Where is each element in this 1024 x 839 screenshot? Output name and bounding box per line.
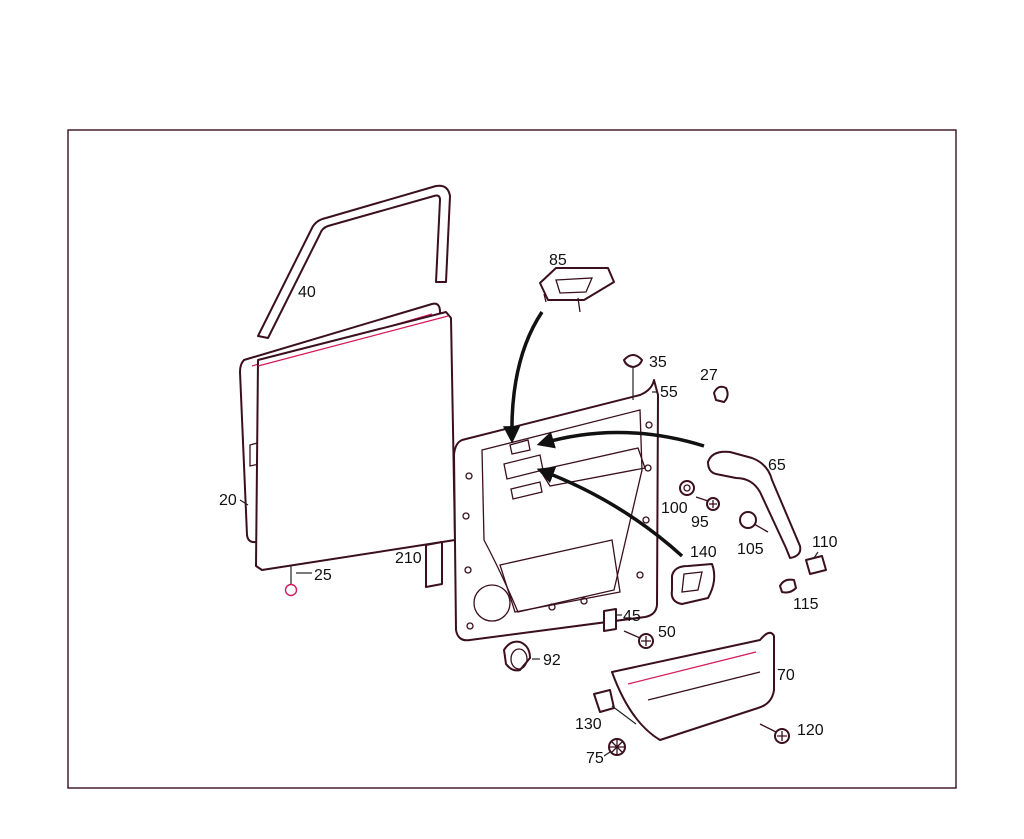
leader-130 <box>611 705 637 725</box>
label-27: 27 <box>700 367 718 384</box>
label-55: 55 <box>660 384 678 401</box>
part-140-door-handle[interactable] <box>670 563 716 605</box>
label-105: 105 <box>737 541 764 558</box>
part-35-clip[interactable] <box>623 354 643 400</box>
label-92: 92 <box>543 652 561 669</box>
label-25: 25 <box>314 567 332 584</box>
part-210-foam-pad[interactable] <box>425 541 443 588</box>
arrow-85-to-panel <box>502 311 544 444</box>
leader-75 <box>603 751 611 757</box>
diagram-frame <box>67 129 957 789</box>
part-45-clip[interactable] <box>603 608 617 632</box>
part-120-screw[interactable] <box>759 723 790 744</box>
leader-20 <box>239 499 249 506</box>
part-27-clip[interactable] <box>713 385 729 403</box>
label-115: 115 <box>793 596 819 613</box>
part-115-plug[interactable] <box>779 578 797 594</box>
part-95-screw[interactable] <box>695 496 720 511</box>
label-40: 40 <box>298 284 316 301</box>
label-75: 75 <box>586 750 604 767</box>
leader-110 <box>813 551 819 559</box>
part-110-clip[interactable] <box>805 555 827 575</box>
part-130-clip[interactable] <box>593 689 615 713</box>
label-110: 110 <box>812 534 838 551</box>
label-45: 45 <box>623 608 641 625</box>
label-140: 140 <box>690 544 717 561</box>
arrow-65-to-panel <box>536 430 705 449</box>
part-50-screw[interactable] <box>623 630 654 649</box>
label-100: 100 <box>661 500 688 517</box>
part-55-door-trim[interactable] <box>453 379 659 642</box>
arrow-140-to-panel <box>536 466 684 558</box>
part-75-star-fastener[interactable] <box>608 738 626 756</box>
label-85: 85 <box>549 252 567 269</box>
label-50: 50 <box>658 624 676 641</box>
part-40-window-seal[interactable] <box>257 184 451 339</box>
label-120: 120 <box>797 722 824 739</box>
part-85-switch-bezel[interactable] <box>539 267 615 313</box>
label-95: 95 <box>691 514 709 531</box>
label-210: 210 <box>395 550 422 567</box>
part-65-grab-handle[interactable] <box>707 450 802 559</box>
label-130: 130 <box>575 716 602 733</box>
part-105-screw[interactable] <box>739 511 769 533</box>
label-20: 20 <box>219 492 237 509</box>
part-92-fastener[interactable] <box>503 640 531 672</box>
part-70-lower-trim[interactable] <box>611 631 775 741</box>
label-65: 65 <box>768 457 786 474</box>
label-35: 35 <box>649 354 667 371</box>
part-100-washer[interactable] <box>679 480 695 496</box>
label-70: 70 <box>777 667 795 684</box>
